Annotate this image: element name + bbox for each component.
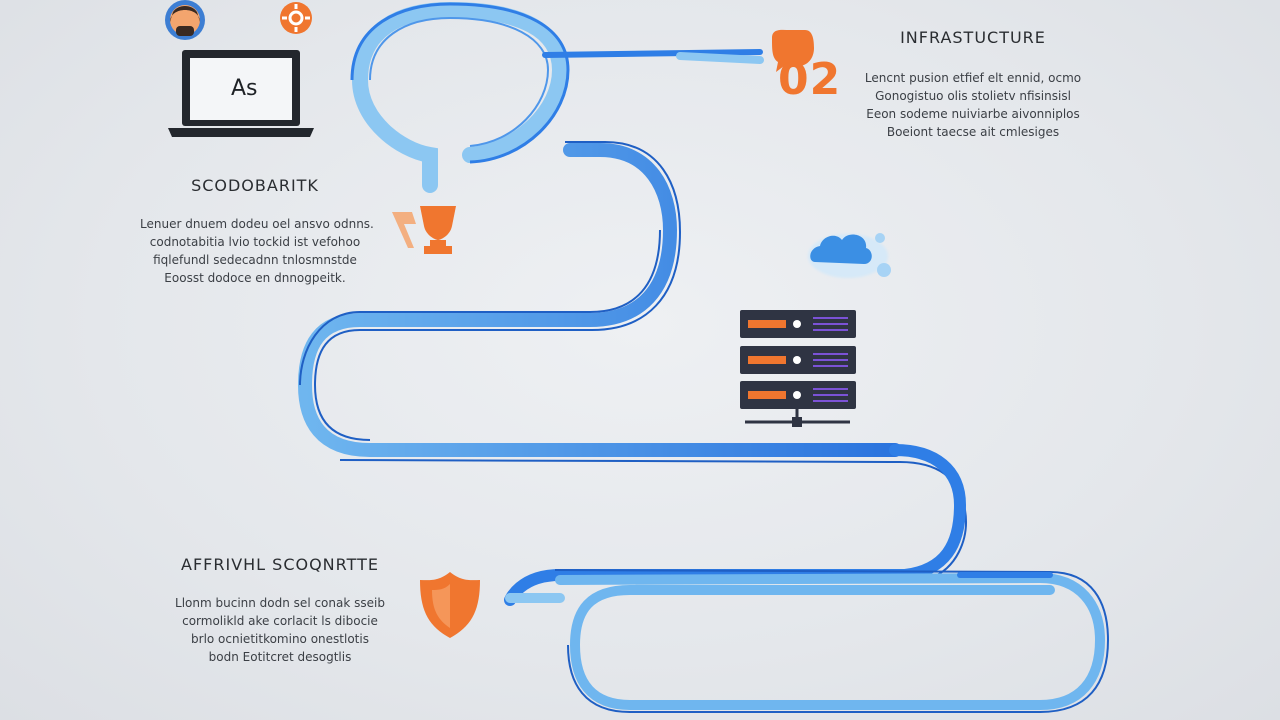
- server-rack-icon: [740, 310, 856, 427]
- scalability-text-line: Eoosst dodoce en dnnogpeitk.: [164, 271, 346, 285]
- security-text-line: Llonm bucinn dodn sel conak sseib: [175, 596, 385, 610]
- infrastructure-text-line: Gonogistuo olis stolietv nfisinsisl: [875, 89, 1071, 103]
- scalability-text-line: fiqlefundl sedecadnn tnlosmnstde: [153, 253, 357, 267]
- infrastructure-text-line: Eeon sodeme nuiviarbe aivonniplos: [866, 107, 1080, 121]
- trophy-icon: [392, 206, 456, 254]
- scalability-section: SCODOBARITK Lenuer dnuem dodeu oel ansvo…: [140, 176, 374, 287]
- shield-icon: [420, 572, 480, 638]
- security-text-line: brlo ocnietitkomino onestlotis: [191, 632, 369, 646]
- security-text-line: bodn Eotitcret desogtlis: [208, 650, 352, 664]
- cloud-icon: [808, 233, 891, 278]
- security-title: AFFRIVHL SCOQNRTTE: [181, 555, 379, 574]
- chat-bubble-icon: [772, 29, 814, 72]
- step-number: 02: [778, 54, 842, 105]
- settings-badge-icon: [280, 2, 312, 34]
- infrastructure-title: INFRASTUCTURE: [900, 28, 1046, 47]
- security-text-line: cormolikld ake corlacit ls dibocie: [182, 614, 378, 628]
- flow-path-middle: [297, 141, 967, 579]
- scalability-text-line: codnotabitia lvio tockid ist vefohoo: [149, 235, 361, 249]
- infrastructure-section: INFRASTUCTURE Lencnt pusion etfief elt e…: [860, 28, 1086, 141]
- user-avatar-icon: [165, 0, 205, 40]
- flow-path-bottom-loop: [504, 444, 1110, 713]
- infrastructure-text-line: Lencnt pusion etfief elt ennid, ocmo: [864, 71, 1082, 85]
- flow-path-top-loop: [350, 1, 764, 193]
- laptop-icon: [168, 50, 314, 137]
- scalability-text-line: Lenuer dnuem dodeu oel ansvo odnns.: [140, 217, 374, 231]
- scalability-title: SCODOBARITK: [191, 176, 319, 195]
- security-section: AFFRIVHL SCOQNRTTE Llonm bucinn dodn sel…: [170, 555, 390, 666]
- infrastructure-text-line: Boeiont taecse ait cmlesiges: [886, 125, 1060, 139]
- laptop-screen-text: As: [231, 76, 258, 101]
